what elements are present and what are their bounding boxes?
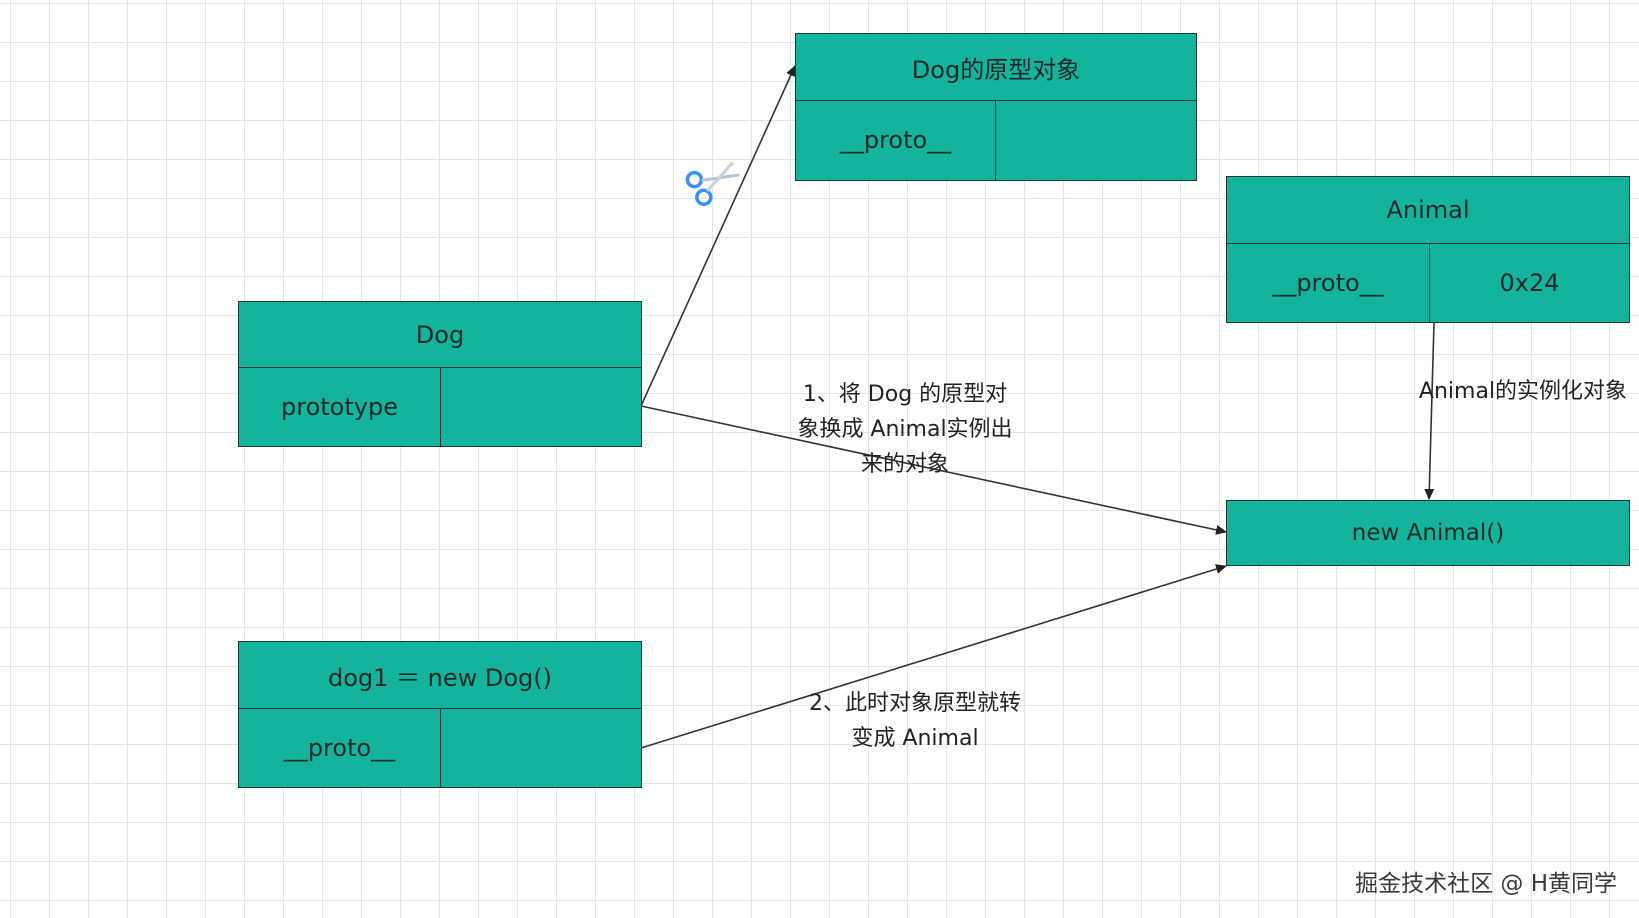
dog-prototype-cell: prototype <box>239 367 441 446</box>
dog-prototype-object-title: Dog的原型对象 <box>796 34 1196 101</box>
dog1-proto-cell: __proto__ <box>239 708 441 787</box>
dog-prototype-object-node[interactable]: Dog的原型对象 __proto__ <box>795 33 1197 181</box>
step2-label: 2、此时对象原型就转变成 Animal <box>809 691 1021 751</box>
dog-prototype-proto-cell: __proto__ <box>796 100 996 180</box>
animal-title: Animal <box>1227 177 1629 244</box>
dog-node[interactable]: Dog prototype <box>238 301 642 447</box>
dog1-title: dog1 ＝ new Dog() <box>239 642 641 709</box>
animal-instance-label: Animal的实例化对象 <box>1418 379 1628 404</box>
dog-prototype-value-cell <box>441 367 641 446</box>
animal-node[interactable]: Animal __proto__ 0x24 <box>1226 176 1630 323</box>
step1-label: 1、将 Dog 的原型对象换成 Animal实例出来的对象 <box>797 382 1013 477</box>
scissors-icon <box>685 161 740 207</box>
dog1-proto-value-cell <box>441 708 641 787</box>
animal-proto-value-cell: 0x24 <box>1499 268 1560 297</box>
animal-proto-cell: __proto__ <box>1227 243 1430 322</box>
edge-animal-to-new-animal <box>1424 322 1435 500</box>
dog-title: Dog <box>239 302 641 368</box>
new-animal-title: new Animal() <box>1351 520 1505 546</box>
edge-dog-to-prototype <box>640 65 796 407</box>
dog-prototype-value-cell <box>996 100 1196 180</box>
new-animal-node[interactable]: new Animal() <box>1226 500 1630 566</box>
dog1-node[interactable]: dog1 ＝ new Dog() __proto__ <box>238 641 642 788</box>
watermark: 掘金技术社区 @ H黄同学 <box>1355 871 1617 897</box>
